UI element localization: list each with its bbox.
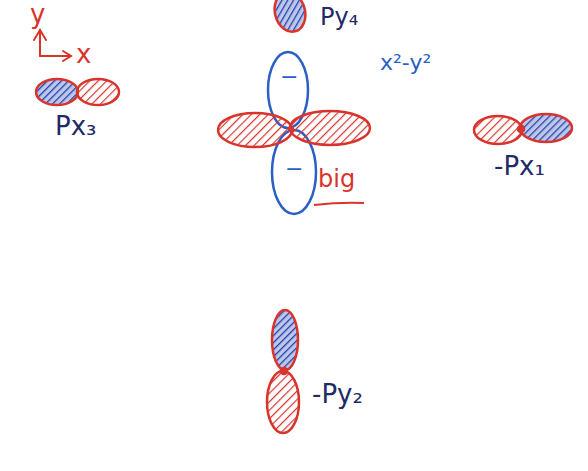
axis-label: y [30,0,45,30]
phase-sign: − [285,156,303,181]
x-axis [40,55,70,57]
phase-sign: − [280,64,298,89]
axis-label: x [76,40,91,70]
d-lobe-left [218,113,292,147]
y-arrowhead [34,30,46,40]
px-orbital-right [474,114,572,144]
py-orbital-bottom [267,310,299,433]
px-orbital-left [36,79,119,105]
orbital-label: -Py₂ [312,380,363,410]
orbital-label: -Px₁ [494,152,545,182]
x-arrowhead [63,51,71,61]
note-label: big [318,166,355,194]
underline [314,203,364,205]
axes [34,30,71,61]
nucleus-dot [288,126,294,132]
py-orbital-top [270,0,309,35]
orbital-label: x²-y² [380,50,431,75]
orbital-label: Py₄ [320,4,358,32]
orbital-label: Px₃ [55,112,97,142]
d-lobe-right [290,111,370,145]
y-axis [39,32,41,56]
d-orbital [218,52,370,214]
